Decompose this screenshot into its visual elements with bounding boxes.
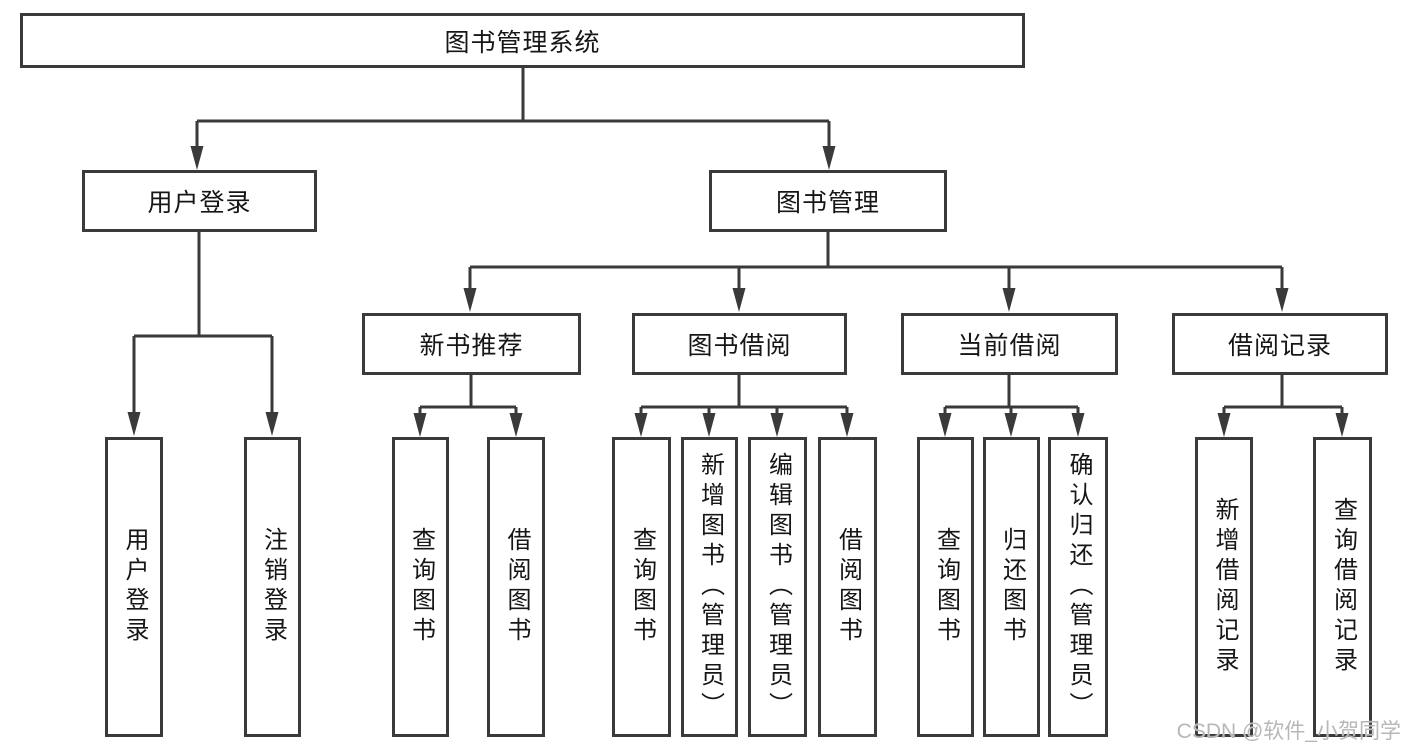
node-leaf-cb-return-book-label: 归还图书 bbox=[998, 527, 1026, 647]
node-leaf-cb-query-book: 查询图书 bbox=[917, 437, 974, 737]
node-leaf-br-query-record: 查询借阅记录 bbox=[1313, 437, 1372, 737]
node-new-book-recommend-label: 新书推荐 bbox=[419, 332, 524, 360]
node-leaf-bb-query-book-label: 查询图书 bbox=[628, 527, 656, 647]
node-root: 图书管理系统 bbox=[20, 13, 1025, 68]
node-book-borrow-label: 图书借阅 bbox=[687, 332, 792, 360]
csdn-watermark: CSDN @软件_小贺同学 bbox=[1176, 720, 1401, 743]
node-leaf-br-add-record: 新增借阅记录 bbox=[1195, 437, 1253, 737]
node-leaf-bb-borrow-book-label: 借阅图书 bbox=[834, 527, 862, 647]
node-leaf-br-add-record-label: 新增借阅记录 bbox=[1211, 497, 1238, 677]
node-leaf-bb-borrow-book: 借阅图书 bbox=[818, 437, 877, 737]
node-leaf-bb-edit-book-admin: 编辑图书（管理员） bbox=[748, 437, 807, 737]
node-leaf-nbr-query-book: 查询图书 bbox=[392, 437, 449, 737]
node-leaf-cb-confirm-return-admin-label: 确认归还（管理员） bbox=[1065, 452, 1092, 722]
node-leaf-bb-add-book-admin-label: 新增图书（管理员） bbox=[696, 452, 724, 722]
node-new-book-recommend: 新书推荐 bbox=[362, 313, 581, 375]
node-leaf-br-query-record-label: 查询借阅记录 bbox=[1329, 497, 1357, 677]
node-user-login-label: 用户登录 bbox=[147, 189, 252, 217]
node-current-borrow-label: 当前借阅 bbox=[957, 332, 1062, 360]
node-leaf-nbr-query-book-label: 查询图书 bbox=[407, 527, 435, 647]
node-leaf-cb-query-book-label: 查询图书 bbox=[932, 527, 960, 647]
node-leaf-cb-confirm-return-admin: 确认归还（管理员） bbox=[1048, 437, 1108, 737]
node-leaf-bb-edit-book-admin-label: 编辑图书（管理员） bbox=[764, 452, 792, 722]
node-user-login: 用户登录 bbox=[82, 170, 317, 232]
node-leaf-bb-add-book-admin: 新增图书（管理员） bbox=[681, 437, 738, 737]
node-leaf-user-login: 用户登录 bbox=[105, 437, 163, 737]
node-leaf-nbr-borrow-book: 借阅图书 bbox=[487, 437, 545, 737]
node-leaf-cb-return-book: 归还图书 bbox=[983, 437, 1040, 737]
node-leaf-nbr-borrow-book-label: 借阅图书 bbox=[503, 527, 530, 647]
node-leaf-logout: 注销登录 bbox=[244, 437, 301, 737]
node-borrow-record-label: 借阅记录 bbox=[1227, 332, 1332, 360]
node-leaf-user-login-label: 用户登录 bbox=[121, 527, 148, 647]
node-current-borrow: 当前借阅 bbox=[901, 313, 1118, 375]
node-borrow-record: 借阅记录 bbox=[1172, 313, 1388, 375]
node-book-management: 图书管理 bbox=[709, 170, 947, 232]
node-book-management-label: 图书管理 bbox=[775, 189, 880, 217]
node-leaf-bb-query-book: 查询图书 bbox=[612, 437, 671, 737]
node-book-borrow: 图书借阅 bbox=[632, 313, 847, 375]
node-leaf-logout-label: 注销登录 bbox=[259, 527, 287, 647]
node-root-label: 图书管理系统 bbox=[444, 28, 601, 57]
